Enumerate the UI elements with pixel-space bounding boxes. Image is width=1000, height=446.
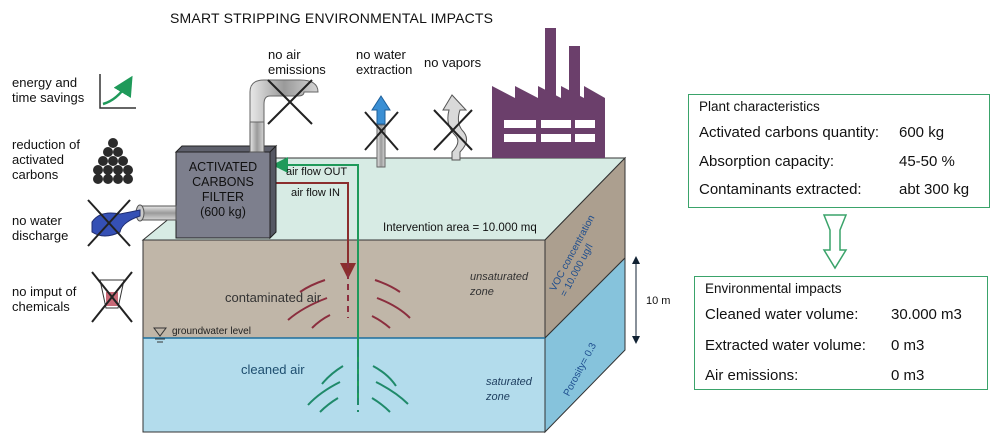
carbon-pile-icon	[93, 138, 133, 184]
groundwater-level-label: groundwater level	[172, 326, 251, 337]
plant-row-value: abt 300 kg	[899, 181, 970, 198]
plant-row-value: 600 kg	[899, 124, 945, 141]
side-lower	[544, 256, 626, 434]
air-flow-out-arrow	[272, 157, 359, 405]
impact-row-value: 0 m3	[891, 367, 925, 384]
plant-row-value: 45-50 %	[899, 153, 955, 170]
plant-characteristics-header: Plant characteristics	[699, 99, 820, 114]
energy-chart-icon	[99, 74, 136, 109]
impact-row-label: Cleaned water volume:	[705, 306, 859, 323]
vapors-label: no vapors	[424, 55, 482, 70]
air-flow-in-arrow	[276, 182, 356, 279]
saturated-zone-front	[142, 337, 546, 433]
environmental-impacts-panel: Environmental impacts Cleaned water volu…	[694, 276, 988, 390]
plant-row-label: Contaminants extracted:	[699, 181, 862, 198]
water-extraction-icon	[364, 95, 399, 168]
panel-connector-arrow	[822, 214, 848, 270]
air-flow-in-label: air flow IN	[291, 187, 340, 199]
factory-icon	[492, 28, 605, 158]
contaminated-air-arcs	[287, 279, 411, 329]
contaminated-air-label: contaminated air	[225, 290, 322, 305]
impact-row-label: Extracted water volume:	[705, 337, 866, 354]
air-flow-out-label: air flow OUT	[286, 166, 348, 178]
chemicals-icon	[91, 271, 133, 323]
environmental-impacts-header: Environmental impacts	[705, 281, 842, 296]
impact-row-label: Air emissions:	[705, 367, 799, 384]
groundwater-level-marker	[153, 327, 167, 343]
water-discharge-icon	[87, 199, 141, 247]
cleaned-air-arcs	[307, 365, 409, 413]
page-title: SMART STRIPPING ENVIRONMENTAL IMPACTS	[170, 10, 494, 26]
plant-row-label: Absorption capacity:	[699, 153, 835, 170]
vapors-icon	[433, 94, 473, 161]
impact-row-value: 30.000 m3	[891, 306, 962, 323]
intervention-area-label: Intervention area = 10.000 mq	[383, 222, 537, 234]
depth-label: 10 m	[646, 295, 671, 307]
plant-characteristics-panel: Plant characteristics Activated carbons …	[688, 94, 990, 208]
air-emissions-cross-icon	[267, 79, 313, 125]
air-flows	[272, 157, 359, 412]
impact-row-value: 0 m3	[891, 337, 925, 354]
cleaned-air-label: cleaned air	[241, 362, 305, 377]
plant-row-label: Activated carbons quantity:	[699, 124, 880, 141]
